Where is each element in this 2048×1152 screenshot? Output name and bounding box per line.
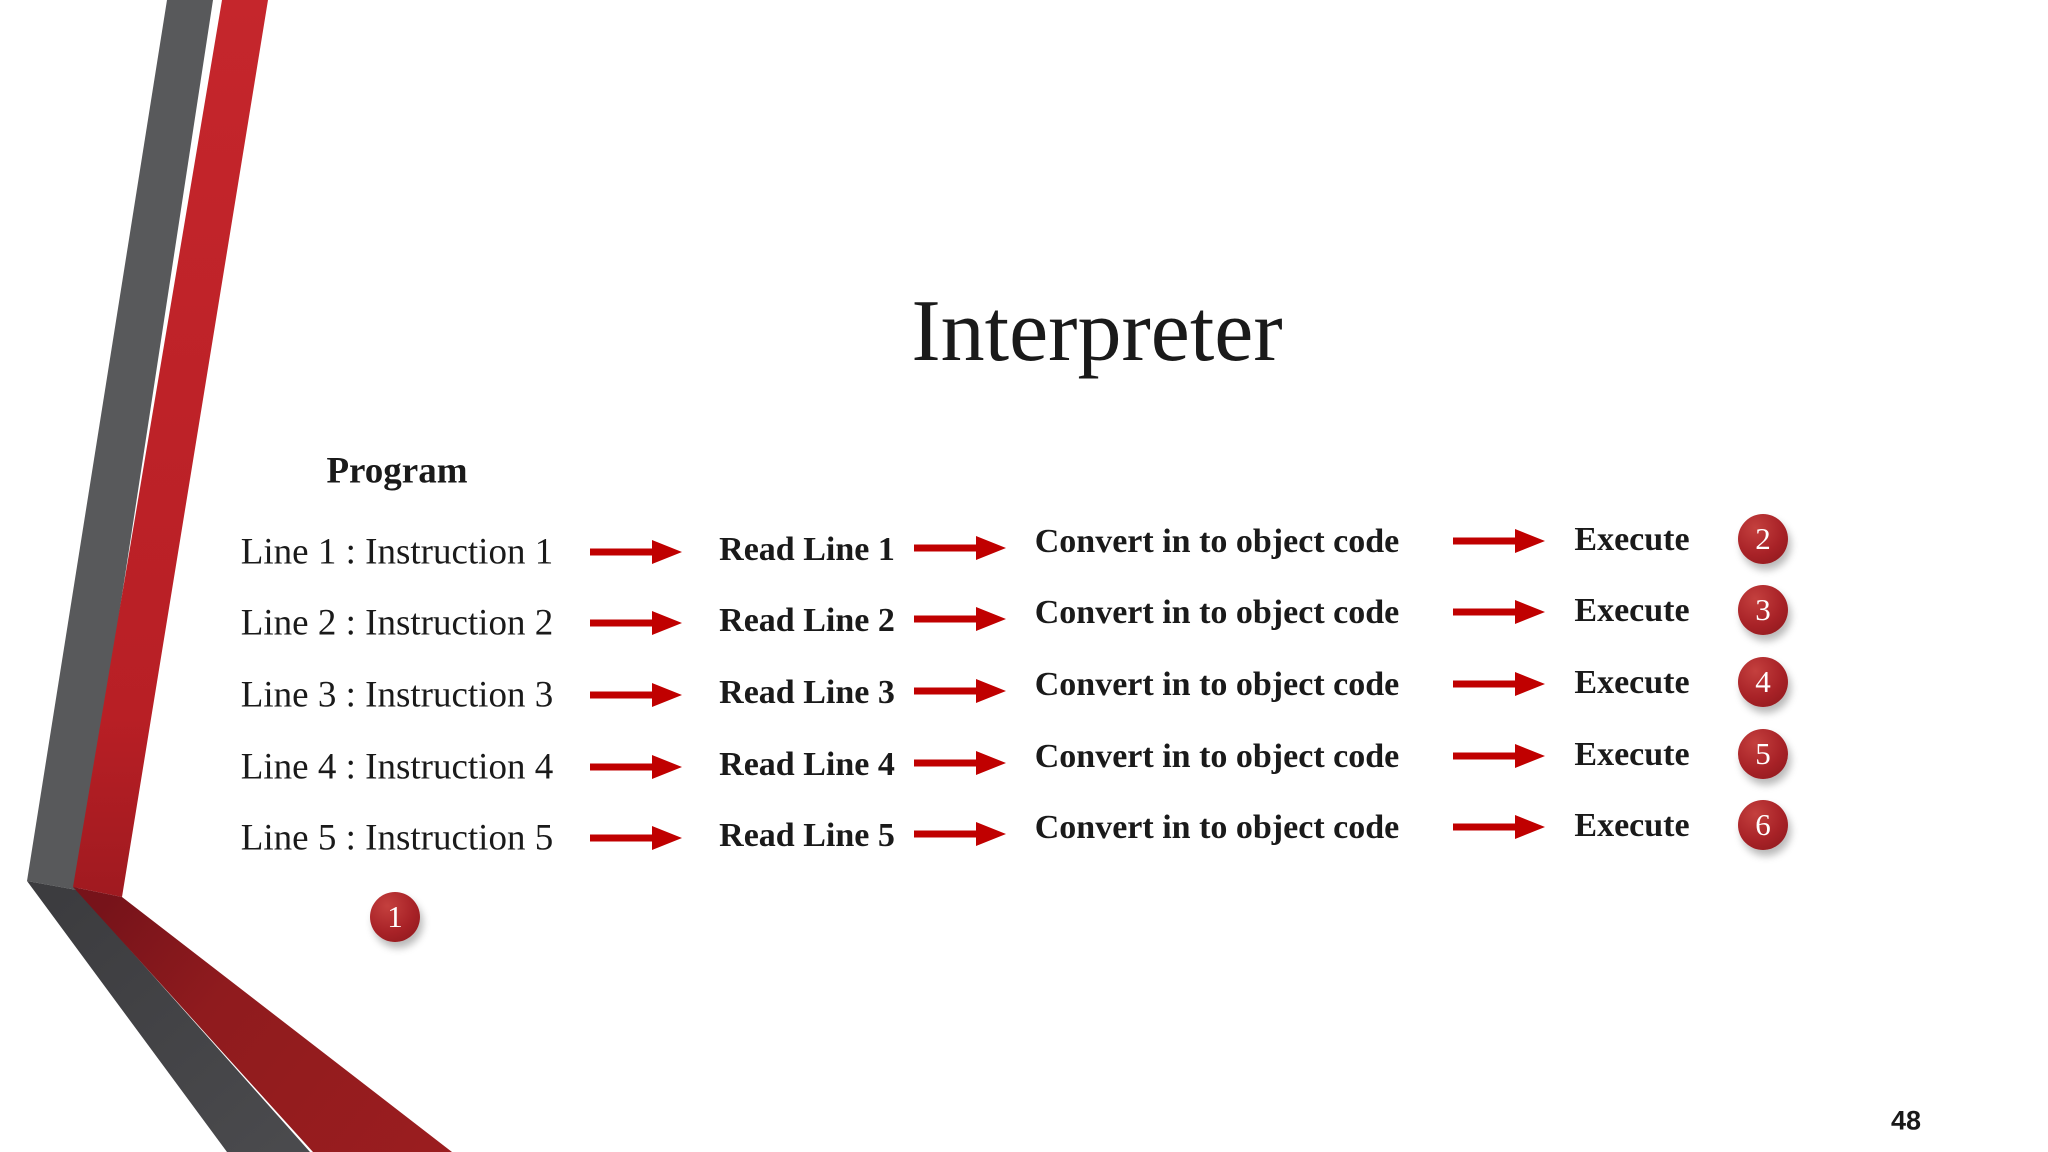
slide-title: Interpreter (911, 282, 1283, 380)
read-line-text: Read Line 1 (719, 531, 895, 568)
page-number: 48 (1890, 1105, 1922, 1136)
execute-text: Execute (1574, 664, 1690, 701)
convert-text: Convert in to object code (1034, 738, 1400, 775)
program-line-text: Line 1 : Instruction 1 (240, 531, 554, 573)
execute-text: Execute (1574, 592, 1690, 629)
arrow-right-icon (1453, 600, 1545, 624)
program-line-text: Line 4 : Instruction 4 (240, 746, 554, 788)
arrow-right-icon (914, 679, 1006, 703)
step-badge: 4 (1738, 657, 1788, 707)
program-line-text: Line 2 : Instruction 2 (240, 602, 554, 644)
arrow-right-icon (590, 611, 682, 635)
execute-text: Execute (1574, 807, 1690, 844)
arrow-right-icon (590, 683, 682, 707)
arrow-right-icon (1453, 744, 1545, 768)
arrow-right-icon (1453, 815, 1545, 839)
arrow-right-icon (1453, 672, 1545, 696)
step-badge: 3 (1738, 585, 1788, 635)
arrow-right-icon (590, 826, 682, 850)
arrow-right-icon (590, 540, 682, 564)
arrow-right-icon (914, 822, 1006, 846)
convert-text: Convert in to object code (1034, 594, 1400, 631)
step-badge: 5 (1738, 729, 1788, 779)
convert-text: Convert in to object code (1034, 523, 1400, 560)
step-badge: 1 (370, 892, 420, 942)
read-line-text: Read Line 2 (719, 602, 895, 639)
arrow-right-icon (914, 607, 1006, 631)
execute-text: Execute (1574, 736, 1690, 773)
program-label: Program (326, 450, 468, 492)
read-line-text: Read Line 4 (719, 746, 895, 783)
arrow-right-icon (914, 536, 1006, 560)
execute-text: Execute (1574, 521, 1690, 558)
program-line-text: Line 5 : Instruction 5 (240, 817, 554, 859)
ribbon-gray-upper-stripe (27, 0, 213, 890)
arrow-right-icon (914, 751, 1006, 775)
ribbon-gray-lower-stripe (27, 881, 310, 1152)
convert-text: Convert in to object code (1034, 666, 1400, 703)
convert-text: Convert in to object code (1034, 809, 1400, 846)
arrow-right-icon (590, 755, 682, 779)
step-badge: 6 (1738, 800, 1788, 850)
program-line-text: Line 3 : Instruction 3 (240, 674, 554, 716)
read-line-text: Read Line 5 (719, 817, 895, 854)
step-badge: 2 (1738, 514, 1788, 564)
read-line-text: Read Line 3 (719, 674, 895, 711)
ribbon-red-upper-stripe (73, 0, 268, 897)
arrow-right-icon (1453, 529, 1545, 553)
